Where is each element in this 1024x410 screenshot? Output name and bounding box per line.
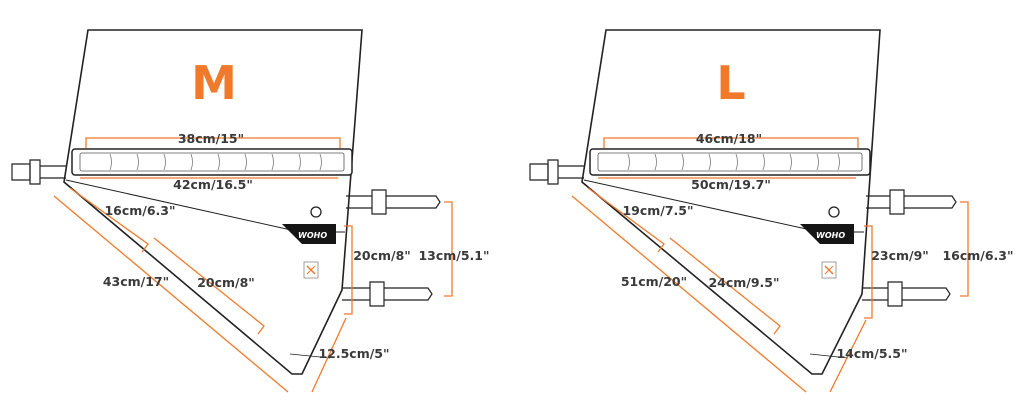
- front-strap: [529, 159, 584, 185]
- dimension-lines-l: [571, 137, 969, 393]
- dim-bottom-length: 42cm/16.5": [173, 177, 253, 192]
- rear-strap-upper: [346, 189, 441, 215]
- zipper-teeth: [109, 153, 322, 171]
- dim-top-length-line: [85, 137, 341, 148]
- dim-top-length: 46cm/18": [696, 131, 762, 146]
- care-label: [303, 261, 319, 279]
- zipper-band: [71, 148, 353, 176]
- care-label: [821, 261, 837, 279]
- dim-front-lower-line: [669, 237, 781, 335]
- zipper-teeth: [627, 153, 840, 171]
- zipper-band: [589, 148, 871, 176]
- bag-body-outline: [63, 29, 363, 375]
- dim-bottom-width: 14cm/5.5": [836, 346, 907, 361]
- dim-diagonal-line: [53, 195, 289, 393]
- bag-seam-bottom: [289, 353, 331, 359]
- dim-front-lower-line: [153, 237, 265, 335]
- dim-front-upper: 19cm/7.5": [622, 203, 693, 218]
- dim-diagonal: 51cm/20": [621, 274, 687, 289]
- dim-bottom-width-line: [829, 319, 867, 393]
- dim-diagonal-line: [571, 195, 807, 393]
- dim-front-upper: 16cm/6.3": [104, 203, 175, 218]
- dimension-lines-m: [53, 137, 453, 393]
- dim-bottom-width: 12.5cm/5": [318, 346, 389, 361]
- rear-strap-lower: [342, 281, 433, 307]
- bag-seam-bottom: [809, 353, 849, 359]
- size-letter-l: L: [716, 56, 745, 110]
- dim-rear-height: 23cm/9": [871, 248, 929, 263]
- brand-tag: WOHO: [800, 224, 854, 244]
- rear-strap-upper: [866, 189, 957, 215]
- dim-strap-spacing-line: [960, 201, 969, 297]
- brand-logo-text: WOHO: [816, 231, 845, 240]
- bag-l: WOHO L 46cm/18" 50cm/19.7" 19cm/7.5" 24c…: [529, 29, 1014, 393]
- size-letter-m: M: [191, 56, 237, 110]
- dim-front-lower: 24cm/9.5": [708, 275, 779, 290]
- zipper-band-inner: [597, 152, 863, 172]
- zipper-band-inner: [79, 152, 345, 172]
- dim-front-lower: 20cm/8": [197, 275, 255, 290]
- dim-rear-height-line: [344, 225, 353, 315]
- rear-strap-lower: [862, 281, 951, 307]
- dim-bottom-width-line: [311, 317, 347, 393]
- dim-top-length-line: [603, 137, 859, 148]
- dim-rear-height: 20cm/8": [353, 248, 411, 263]
- dim-diagonal: 43cm/17": [103, 274, 169, 289]
- bag-body-outline: [581, 29, 881, 375]
- dim-front-upper-line: [587, 187, 665, 253]
- dim-front-upper-line: [69, 187, 149, 253]
- dim-rear-height-line: [864, 225, 873, 319]
- dim-strap-spacing: 16cm/6.3": [942, 248, 1013, 263]
- dim-top-length: 38cm/15": [178, 131, 244, 146]
- brand-tag: WOHO: [282, 224, 336, 244]
- dim-bottom-length: 50cm/19.7": [691, 177, 771, 192]
- dim-strap-spacing: 13cm/5.1": [418, 248, 489, 263]
- bag-m: WOHO M 38cm/15" 42cm/16.5" 16cm/6.3" 20c…: [11, 29, 490, 393]
- front-strap: [11, 159, 66, 185]
- reflector-dot: [310, 206, 322, 218]
- reflector-dot: [828, 206, 840, 218]
- brand-logo-text: WOHO: [298, 231, 327, 240]
- dim-strap-spacing-line: [444, 201, 453, 297]
